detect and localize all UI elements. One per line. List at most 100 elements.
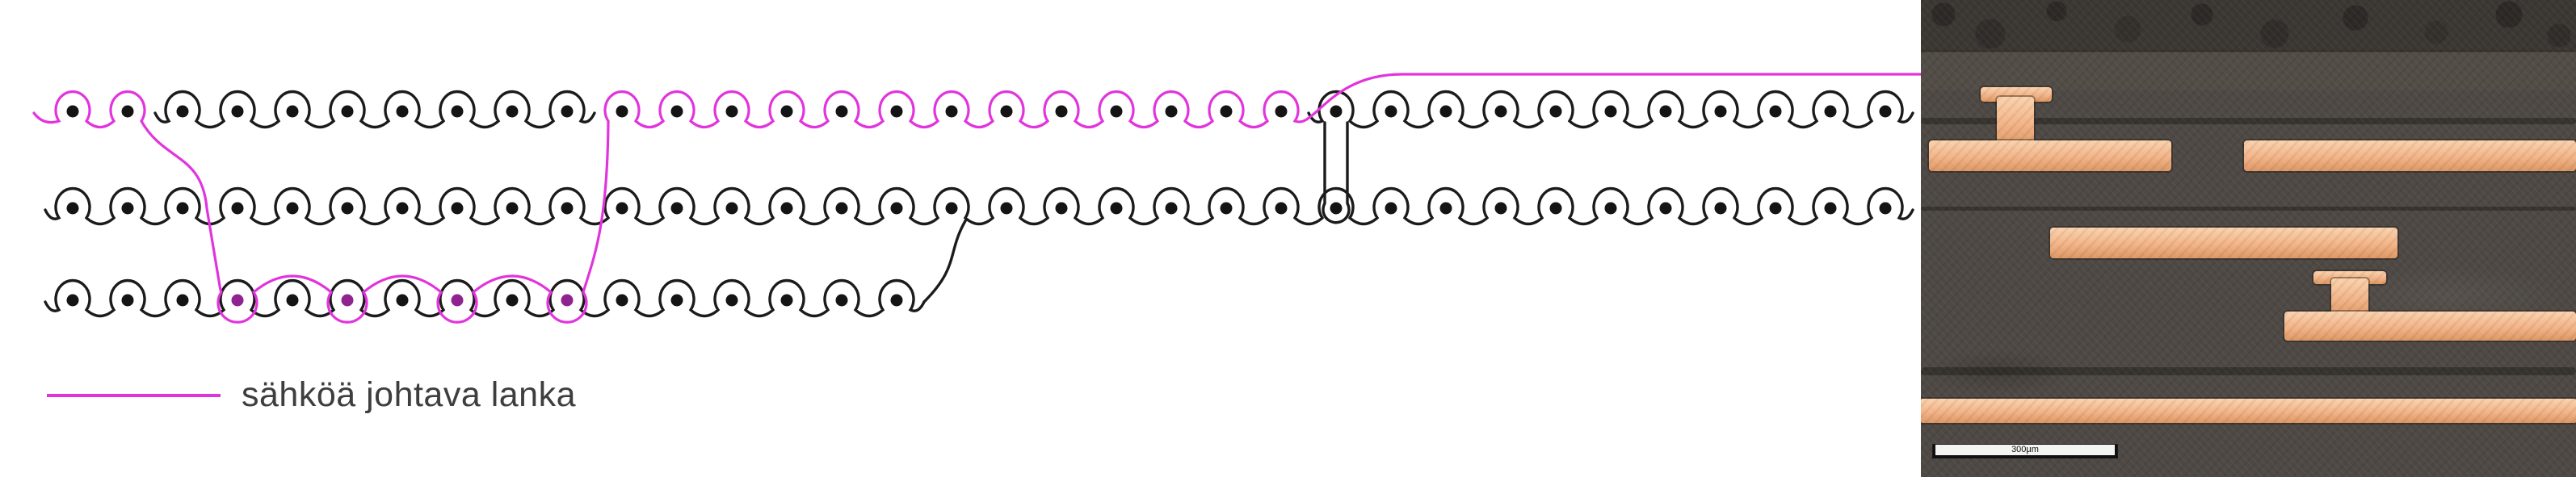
stitch-dot (616, 105, 628, 118)
stitch-dot (1549, 202, 1562, 215)
stitch-dot (835, 105, 848, 118)
stitch-dot (1439, 202, 1452, 215)
legend: sähköä johtava lanka (47, 375, 577, 414)
stitch-dot (1330, 105, 1343, 118)
stitch-dot (286, 294, 299, 307)
stitch-dot (1220, 105, 1233, 118)
stitch-dot (1385, 202, 1397, 215)
conductive-stitch-dot (341, 294, 354, 307)
stitch-dot (1330, 202, 1343, 215)
stitch-dot (945, 202, 958, 215)
stitch-dot (945, 105, 958, 118)
stitch-dot (835, 294, 848, 307)
stitch-dot (780, 294, 793, 307)
stitch-dot (1659, 202, 1672, 215)
stitch-dot (670, 294, 683, 307)
conductive-stitch-dot (451, 294, 464, 307)
stitch-dot (341, 202, 354, 215)
copper-via-lower (2331, 278, 2368, 317)
copper-trace-upper-right (2244, 140, 2576, 171)
stitch-dot (231, 202, 244, 215)
stitch-dot (286, 202, 299, 215)
stitch-dot (341, 105, 354, 118)
stitch-dot (1659, 105, 1672, 118)
stitch-dot (451, 202, 464, 215)
stitch-dot (1549, 105, 1562, 118)
stitch-dot (176, 294, 189, 307)
knit-diagram (32, 73, 1921, 324)
yarn-tuck-loop (1322, 121, 1351, 224)
stitch-dot (1165, 202, 1178, 215)
micrograph-top-texture (1921, 0, 2576, 52)
cross-section-micrograph: 300μm (1921, 0, 2576, 477)
stitch-dot (780, 202, 793, 215)
stitch-dot (1494, 105, 1507, 118)
copper-trace-middle (2050, 228, 2397, 258)
stitch-dot (121, 202, 134, 215)
stitch-dot (1275, 105, 1288, 118)
stitch-dot (1110, 202, 1123, 215)
stitch-dot (286, 105, 299, 118)
stitch-dot (670, 105, 683, 118)
stitch-dot (890, 105, 903, 118)
copper-trace-lower (2284, 312, 2576, 341)
stitch-dot (1385, 105, 1397, 118)
stitch-dot (561, 202, 574, 215)
stitch-dot (1439, 105, 1452, 118)
stitch-dot (396, 105, 409, 118)
stitch-dot (231, 105, 244, 118)
yarn-course-top (153, 90, 596, 129)
stitch-dot (506, 294, 519, 307)
yarn-course-bottom (44, 278, 926, 318)
copper-trace-upper-left (1929, 140, 2171, 171)
stitch-dot (670, 202, 683, 215)
conductive-yarn (32, 73, 1921, 324)
stitch-dot (1714, 105, 1727, 118)
stitch-dot (66, 105, 79, 118)
stitch-dot (780, 105, 793, 118)
micrograph-light-band (1921, 52, 2576, 90)
conductive-stitch-dot (561, 294, 574, 307)
yarn-course-top (1307, 90, 1914, 129)
stitch-dot (121, 294, 134, 307)
stitch-dot (1879, 202, 1892, 215)
stitch-dot (1220, 202, 1233, 215)
stitch-dot (1494, 202, 1507, 215)
stitch-dot (66, 294, 79, 307)
stitch-dot (396, 294, 409, 307)
stitch-dot (725, 294, 738, 307)
stitch-dot (1000, 202, 1013, 215)
stitch-dot (1879, 105, 1892, 118)
copper-via-upper (1997, 97, 2034, 147)
yarn-transfer-line (922, 218, 968, 303)
stitch-dot (451, 105, 464, 118)
stitch-dot (1824, 202, 1837, 215)
stitch-dot (1055, 105, 1068, 118)
scale-label: 300μm (2011, 445, 2039, 454)
stitch-dot (890, 294, 903, 307)
stitch-dot (835, 202, 848, 215)
stitch-dot (1055, 202, 1068, 215)
stitch-dot (121, 105, 134, 118)
stitch-dot (1604, 202, 1617, 215)
conductive-stitch-dot (231, 294, 244, 307)
stitch-dot (725, 105, 738, 118)
scale-bar: 300μm (1932, 444, 2118, 458)
stitch-dot (66, 202, 79, 215)
stitch-dot (1714, 202, 1727, 215)
yarn-course-middle (44, 186, 1914, 226)
stitch-dot (1165, 105, 1178, 118)
stitch-dot (1000, 105, 1013, 118)
stitch-dot (725, 202, 738, 215)
stitch-dot (1824, 105, 1837, 118)
stitch-dot (561, 105, 574, 118)
stitch-dot (396, 202, 409, 215)
legend-label: sähköä johtava lanka (242, 375, 577, 414)
copper-trace-bottom (1921, 399, 2576, 423)
conductive-yarn-swatch (47, 393, 221, 397)
stitch-dot (176, 105, 189, 118)
stitch-dot (1769, 105, 1782, 118)
stitch-dot (176, 202, 189, 215)
micrograph-dark-streak (1921, 367, 2576, 375)
stitch-dot (1110, 105, 1123, 118)
